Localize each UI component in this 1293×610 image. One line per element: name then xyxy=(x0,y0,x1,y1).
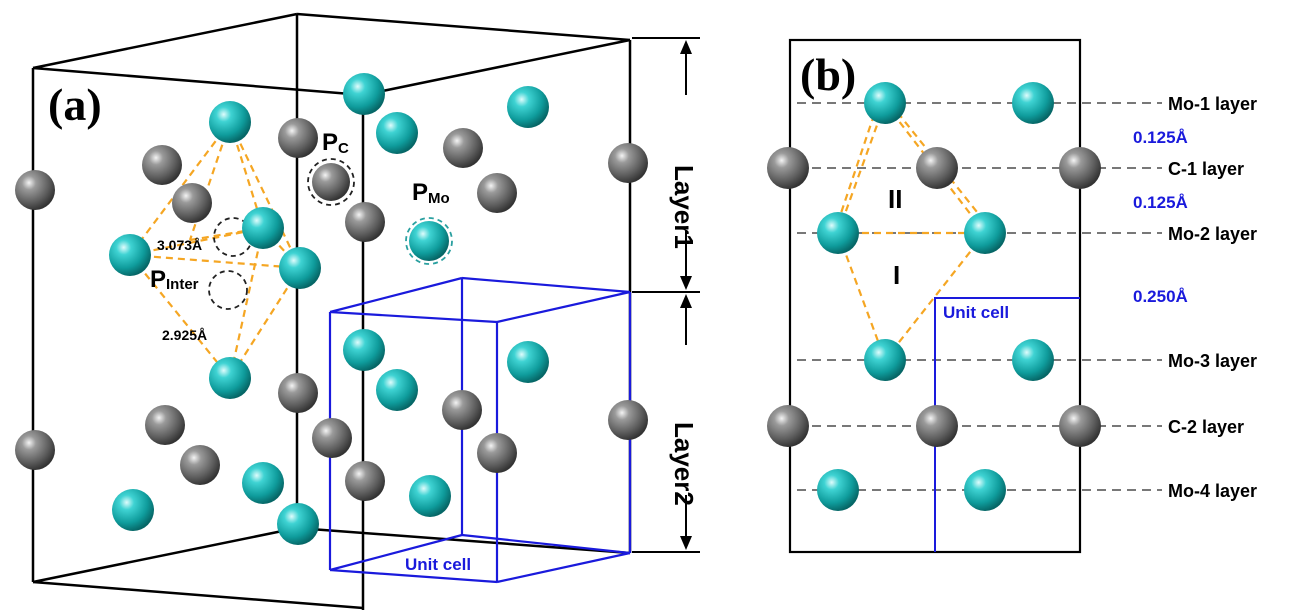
atoms-panel-a xyxy=(15,73,648,545)
panel-a: Unit cell 3.073Å 2.925Å xyxy=(15,12,700,610)
mo-atom xyxy=(864,82,906,124)
unit-cell-boundary-b xyxy=(934,297,1080,552)
c-atom xyxy=(1059,147,1101,189)
panel-a-label: (a) xyxy=(48,79,102,130)
mo-atom xyxy=(376,112,418,154)
c-atom xyxy=(345,461,385,501)
layer-name-mo3: Mo-3 layer xyxy=(1168,351,1257,371)
layer-name-mo1: Mo-1 layer xyxy=(1168,94,1257,114)
mo-atom xyxy=(864,339,906,381)
layer-arrowheads xyxy=(680,40,692,550)
pmo-site-circle xyxy=(405,217,453,265)
mo-atom xyxy=(1012,82,1054,124)
c-atom xyxy=(767,147,809,189)
panel-b: Unit cell I xyxy=(767,38,1257,554)
c-atom xyxy=(916,147,958,189)
mo-atom xyxy=(109,234,151,276)
mo-atom xyxy=(343,329,385,371)
mo-atom xyxy=(242,207,284,249)
layer1-label: Layer1 xyxy=(669,165,699,249)
mo-atom xyxy=(817,212,859,254)
c-atom xyxy=(312,163,350,201)
mo-atom xyxy=(279,247,321,289)
unit-cell-box xyxy=(328,276,632,584)
mo-atom xyxy=(209,101,251,143)
distance-label-top: 3.073Å xyxy=(157,237,202,253)
atoms-panel-b xyxy=(767,82,1101,511)
mo-atom xyxy=(112,489,154,531)
pinter-site-circle-2 xyxy=(208,270,248,310)
c-atom xyxy=(278,118,318,158)
mo-atom xyxy=(277,503,319,545)
c-atom xyxy=(312,418,352,458)
c-atom xyxy=(145,405,185,445)
gap-mo1-c1: 0.125Å xyxy=(1133,128,1188,147)
pmo-label: PMo xyxy=(412,179,450,207)
mo-atom xyxy=(817,469,859,511)
panel-b-label: (b) xyxy=(800,49,856,100)
pc-label: PC xyxy=(322,129,349,157)
c-atom xyxy=(477,173,517,213)
c-atom xyxy=(1059,405,1101,447)
c-atom xyxy=(443,128,483,168)
mo-atom xyxy=(964,212,1006,254)
pc-site-circle xyxy=(307,158,355,206)
mo-atom xyxy=(209,357,251,399)
gap-mo2-mo3: 0.250Å xyxy=(1133,287,1188,306)
region-ii-label: II xyxy=(888,184,902,214)
c-atom xyxy=(767,405,809,447)
layer-name-c2: C-2 layer xyxy=(1168,417,1244,437)
layer-name-mo4: Mo-4 layer xyxy=(1168,481,1257,501)
c-atom xyxy=(15,430,55,470)
c-atom xyxy=(608,143,648,183)
layer2-label: Layer2 xyxy=(669,422,699,506)
mo-atom xyxy=(964,469,1006,511)
layer-name-c1: C-1 layer xyxy=(1168,159,1244,179)
mo-atom xyxy=(409,475,451,517)
region-i-label: I xyxy=(893,260,900,290)
c-atom xyxy=(442,390,482,430)
layer-lines xyxy=(797,102,1162,491)
c-atom xyxy=(345,202,385,242)
c-atom xyxy=(142,145,182,185)
mo-atom xyxy=(409,221,449,261)
mo-atom xyxy=(507,341,549,383)
c-atom xyxy=(608,400,648,440)
unit-cell-label-b: Unit cell xyxy=(943,303,1009,322)
c-atom xyxy=(15,170,55,210)
mo-atom xyxy=(376,369,418,411)
mo-atom xyxy=(1012,339,1054,381)
c-atom xyxy=(172,183,212,223)
unit-cell-label-a: Unit cell xyxy=(405,555,471,574)
distance-label-bottom: 2.925Å xyxy=(162,327,207,343)
c-atom xyxy=(916,405,958,447)
pinter-label: PInter xyxy=(150,266,199,293)
c-atom xyxy=(278,373,318,413)
c-atom xyxy=(477,433,517,473)
c-atom xyxy=(180,445,220,485)
mo-atom xyxy=(343,73,385,115)
mo-atom xyxy=(507,86,549,128)
layer-name-mo2: Mo-2 layer xyxy=(1168,224,1257,244)
mo-atom xyxy=(242,462,284,504)
gap-c1-mo2: 0.125Å xyxy=(1133,193,1188,212)
